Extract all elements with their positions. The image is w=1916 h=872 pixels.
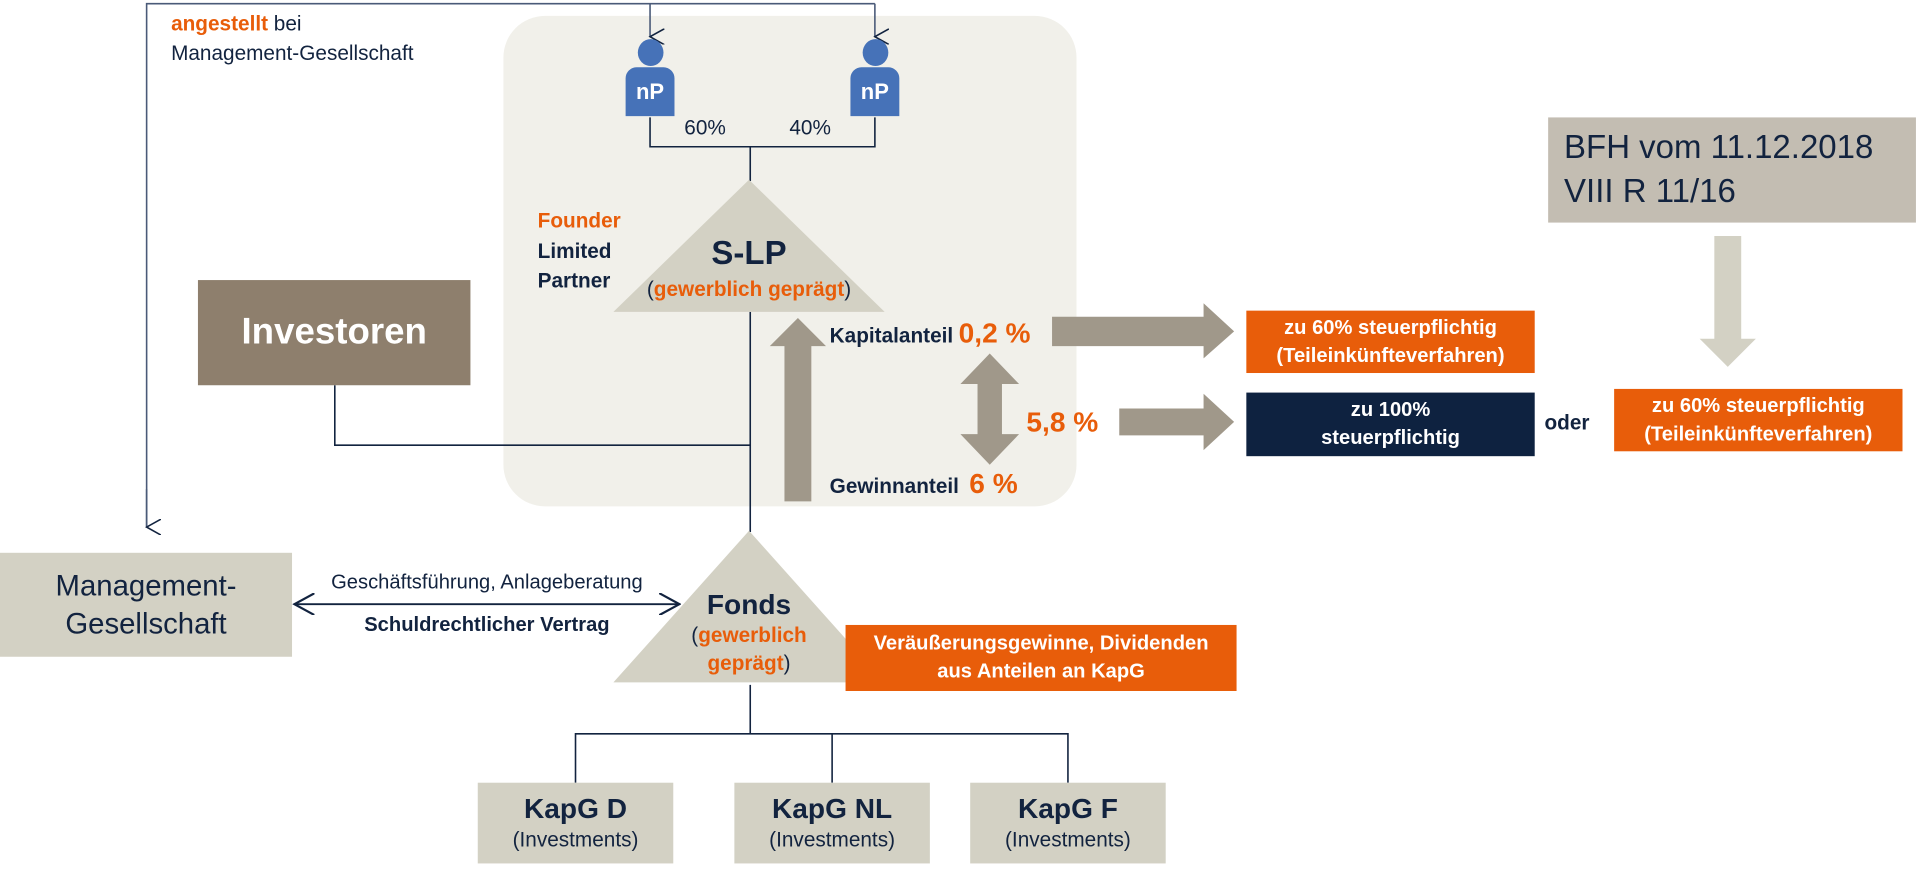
kapital-value: 0,2 % xyxy=(958,316,1031,349)
kapital-label: Kapitalanteil xyxy=(829,324,954,348)
subsidiary-box: KapG F (Investments) xyxy=(970,782,1166,864)
slp-subtitle-text: gewerblich geprägt xyxy=(653,277,845,301)
difference-value: 5,8 % xyxy=(1026,406,1099,438)
person-left: nP xyxy=(625,39,675,117)
fonds-income-box: Veräußerungsgewinne, Dividenden aus Ante… xyxy=(845,624,1237,691)
employment-highlight: angestellt xyxy=(171,12,269,36)
fonds-subtitle: (gewerblich geprägt) xyxy=(691,623,807,676)
difference-tax-box: zu 100% steuerpflichtig xyxy=(1246,392,1535,457)
person-right: nP xyxy=(850,39,900,117)
kapital-share: Kapitalanteil 0,2 % xyxy=(830,317,1031,350)
slp-partner: Partner xyxy=(537,269,611,293)
person-label: nP xyxy=(850,67,900,117)
subsidiary-name: KapG D xyxy=(523,792,628,825)
bfh-line1: BFH vom 11.12.2018 xyxy=(1564,128,1874,166)
difference-right-arrow xyxy=(1119,393,1235,451)
subsidiary-sub: (Investments) xyxy=(769,827,896,852)
kapital-tax-box: zu 60% steuerpflichtig (Teileinkünftever… xyxy=(1246,310,1535,374)
difference-double-arrow xyxy=(960,353,1020,465)
subsidiary-name: KapG NL xyxy=(771,792,893,825)
investors-to-fonds-line xyxy=(334,385,751,446)
gewinn-value: 6 % xyxy=(969,467,1018,499)
relation-bottom-label: Schuldrechtlicher Vertrag xyxy=(364,613,610,636)
employment-note: angestellt bei Management-Gesellschaft xyxy=(171,10,413,69)
subsidiary-name: KapG F xyxy=(1017,792,1118,825)
gewinn-label: Gewinnanteil xyxy=(829,474,959,498)
subsidiary-sub: (Investments) xyxy=(512,827,639,852)
subsidiary-box: KapG NL (Investments) xyxy=(734,782,930,864)
slp-title: S-LP xyxy=(711,234,787,272)
slp-founder: Founder xyxy=(537,209,621,233)
fonds-title: Fonds xyxy=(706,588,792,621)
subsidiary-sub: (Investments) xyxy=(1005,827,1131,852)
or-label: oder xyxy=(1544,410,1590,435)
subsidiaries-bus xyxy=(574,733,1069,783)
person-icon xyxy=(862,39,889,67)
employment-rest: bei xyxy=(268,12,302,36)
slp-limited: Limited xyxy=(537,239,612,263)
bfh-down-arrow xyxy=(1699,236,1756,367)
slp-side-label: Founder Limited Partner xyxy=(538,207,621,297)
kapital-right-arrow xyxy=(1052,303,1235,359)
management-box: Management- Gesellschaft xyxy=(0,552,293,657)
persons-to-slp-line xyxy=(649,117,876,148)
employment-line2: Management-Gesellschaft xyxy=(171,41,414,65)
person-icon xyxy=(637,39,664,67)
employment-line xyxy=(145,2,875,526)
subsidiary-box: KapG D (Investments) xyxy=(477,782,674,864)
bfh-ruling-box: BFH vom 11.12.2018 VIII R 11/16 xyxy=(1548,117,1916,223)
gewinn-share: Gewinnanteil 6 % xyxy=(830,467,1018,500)
bfh-line2: VIII R 11/16 xyxy=(1564,172,1736,210)
relation-top-label: Geschäftsführung, Anlageberatung xyxy=(331,571,643,594)
share-right: 40% xyxy=(789,116,831,140)
fonds-triangle xyxy=(613,530,885,683)
person-label: nP xyxy=(625,67,675,117)
slp-subtitle: (gewerblich geprägt) xyxy=(646,277,852,301)
investors-label: Investoren xyxy=(241,311,427,353)
alternative-tax-box: zu 60% steuerpflichtig (Teileinkünftever… xyxy=(1614,388,1903,452)
profit-up-arrow xyxy=(769,317,827,502)
investors-box: Investoren xyxy=(197,280,471,386)
share-left: 60% xyxy=(684,116,726,140)
slp-triangle xyxy=(613,179,885,312)
